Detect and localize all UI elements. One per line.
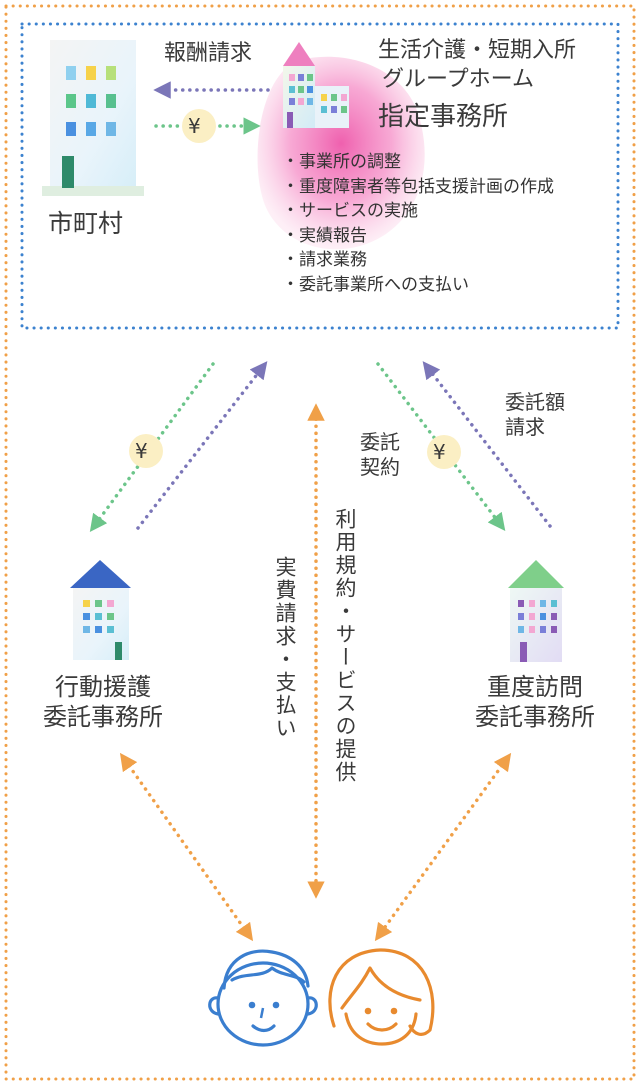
girl-eye-right — [390, 1007, 398, 1015]
girl-eye-left — [364, 1007, 372, 1015]
task-item: 委託事業所への支払い — [282, 273, 554, 298]
task-item: 実績報告 — [282, 224, 554, 249]
left-branch-building-icon — [70, 560, 131, 660]
facility-title-line2: グループホーム — [382, 67, 535, 92]
municipality-building-icon — [42, 40, 144, 196]
expense-request-arrow-left — [136, 361, 268, 530]
facility-title-line3: 指定事務所 — [378, 102, 509, 132]
yen-circle-left — [129, 434, 163, 468]
boy-eye-left — [248, 1001, 256, 1009]
task-item: 事業所の調整 — [282, 150, 554, 175]
facility-task-list: 事業所の調整 重度障害者等包括支援計画の作成 サービスの実施 実績報告 請求業務… — [282, 150, 554, 297]
right-branch-label: 重度訪問 委託事務所 — [475, 673, 595, 731]
boy-face-icon — [208, 949, 318, 1047]
yen-symbol-top: ¥ — [188, 114, 201, 138]
task-item: 重度障害者等包括支援計画の作成 — [282, 175, 554, 200]
facility-title-line1: 生活介護・短期入所 — [378, 38, 577, 63]
task-item: 請求業務 — [282, 248, 554, 273]
yen-circle-top — [182, 109, 216, 143]
yen-symbol-right: ¥ — [433, 440, 446, 464]
commission-request-label: 委託額 請求 — [505, 390, 565, 439]
left-branch-label: 行動援護 委託事務所 — [43, 673, 163, 731]
fee-request-label: 報酬請求 — [164, 41, 253, 66]
yen-symbol-left: ¥ — [135, 439, 148, 463]
boy-nose — [259, 1007, 265, 1019]
service-arrow-right — [374, 752, 512, 942]
usage-contract-label: 利用規約・サービスの提供 — [333, 508, 357, 784]
inner-frame — [20, 22, 620, 330]
outer-frame — [4, 4, 636, 1081]
right-branch-building-icon — [508, 560, 564, 662]
yen-circle-right — [427, 435, 461, 469]
expense-request-label: 実費請求・支払い — [273, 556, 297, 740]
task-item: サービスの実施 — [282, 199, 554, 224]
girl-face-icon — [328, 948, 435, 1046]
service-arrow-left — [119, 752, 254, 942]
boy-eye-right — [272, 1001, 280, 1009]
facility-building-icon — [283, 42, 349, 128]
commission-request-arrow — [422, 361, 552, 528]
contract-label: 委託 契約 — [360, 430, 400, 479]
municipality-label: 市町村 — [48, 209, 124, 238]
